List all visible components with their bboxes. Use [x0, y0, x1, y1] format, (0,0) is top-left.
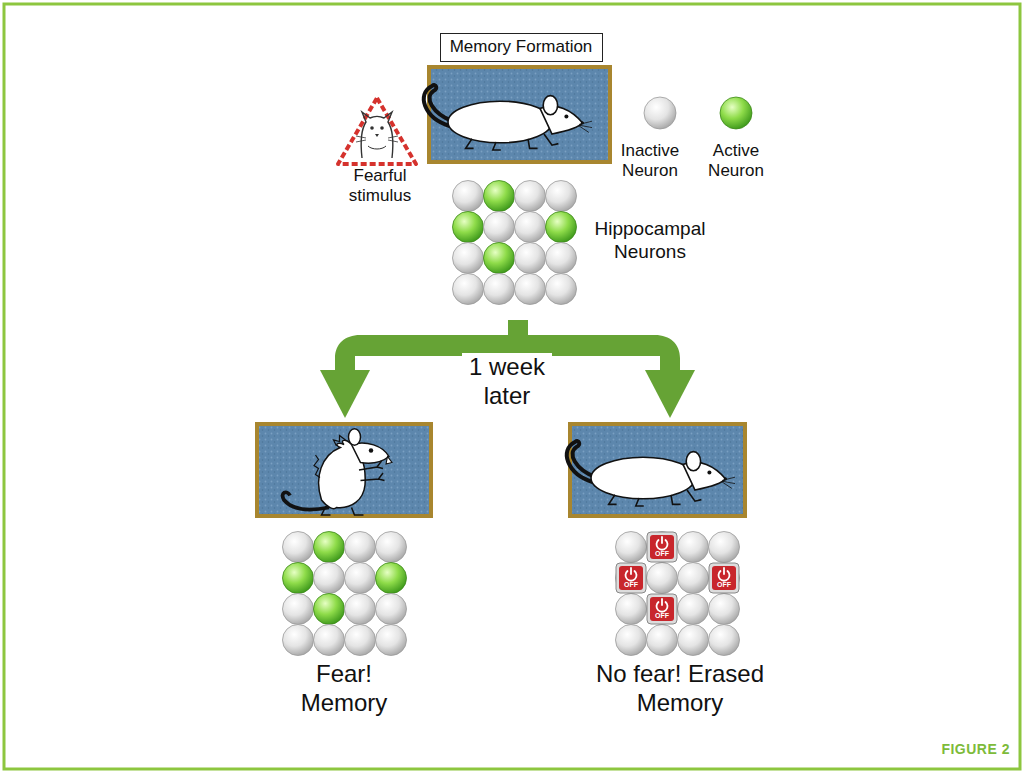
power-off-icon — [647, 594, 677, 624]
neuron-grids — [283, 181, 740, 656]
inactive-neuron — [678, 563, 709, 594]
power-off-icon — [709, 563, 739, 593]
inactive-neuron — [546, 243, 577, 274]
inactive-neuron — [616, 563, 647, 594]
inactive-neuron — [647, 563, 678, 594]
off-label: OFF — [649, 612, 675, 619]
active-neuron — [283, 563, 314, 594]
active-neuron — [314, 594, 345, 625]
inactive-neuron — [515, 243, 546, 274]
inactive-neuron — [314, 625, 345, 656]
inactive-neuron — [453, 274, 484, 305]
inactive-neuron — [484, 274, 515, 305]
inactive-neuron — [678, 625, 709, 656]
inactive-neuron — [678, 594, 709, 625]
outcome-label: No fear! Erased Memory — [580, 660, 780, 718]
calm-mouse — [424, 85, 592, 150]
power-off-icon — [616, 563, 646, 593]
inactive-neuron — [345, 594, 376, 625]
inactive-neuron-sample — [644, 97, 676, 129]
active-neuron-sample — [720, 97, 752, 129]
inactive-neuron — [709, 532, 740, 563]
inactive-neuron — [647, 625, 678, 656]
inactive-neuron — [376, 594, 407, 625]
inactive-neuron — [647, 594, 678, 625]
inactive-neuron — [345, 625, 376, 656]
off-label: OFF — [618, 581, 644, 588]
inactive-neuron — [314, 563, 345, 594]
heading-text: Memory Formation — [449, 37, 594, 57]
inactive-neuron — [283, 532, 314, 563]
heading-box: Memory Formation — [440, 33, 603, 62]
inactive-neuron — [616, 532, 647, 563]
inactive-neuron — [709, 563, 740, 594]
fearful-stimulus-sign — [338, 98, 416, 164]
power-off-icon — [647, 532, 677, 562]
time-label: 1 week later — [462, 353, 552, 411]
figure-frame — [4, 4, 1020, 769]
inactive-neuron — [283, 594, 314, 625]
stimulus-label: Fearful stimulus — [325, 166, 435, 207]
figure-number: FIGURE 2 — [941, 741, 1010, 758]
active-neuron — [484, 181, 515, 212]
inactive-neuron — [709, 625, 740, 656]
region-label: Hippocampal Neurons — [580, 218, 720, 264]
inactive-neuron — [345, 563, 376, 594]
inactive-neuron — [678, 532, 709, 563]
active-neuron — [314, 532, 345, 563]
inactive-neuron — [515, 274, 546, 305]
active-neuron — [546, 212, 577, 243]
legend-label: Inactive Neuron — [605, 141, 695, 182]
off-label: OFF — [649, 550, 675, 557]
inactive-neuron — [546, 274, 577, 305]
branch-arrow — [320, 320, 695, 418]
calm-mouse — [567, 441, 735, 506]
inactive-neuron — [709, 594, 740, 625]
active-neuron — [453, 212, 484, 243]
scared-mouse — [283, 429, 392, 515]
inactive-neuron — [616, 594, 647, 625]
scene-panel — [257, 424, 431, 516]
inactive-neuron — [484, 212, 515, 243]
inactive-neuron — [345, 532, 376, 563]
active-neuron — [376, 563, 407, 594]
inactive-neuron — [515, 212, 546, 243]
inactive-neuron — [376, 532, 407, 563]
inactive-neuron — [376, 625, 407, 656]
active-neuron — [484, 243, 515, 274]
inactive-neuron — [546, 181, 577, 212]
inactive-neuron — [647, 532, 678, 563]
legend-label: Active Neuron — [696, 141, 776, 182]
inactive-neuron — [515, 181, 546, 212]
outcome-label: Fear! Memory — [279, 660, 409, 718]
inactive-neuron — [616, 625, 647, 656]
off-label: OFF — [711, 581, 737, 588]
inactive-neuron — [453, 243, 484, 274]
inactive-neuron — [453, 181, 484, 212]
inactive-neuron — [283, 625, 314, 656]
